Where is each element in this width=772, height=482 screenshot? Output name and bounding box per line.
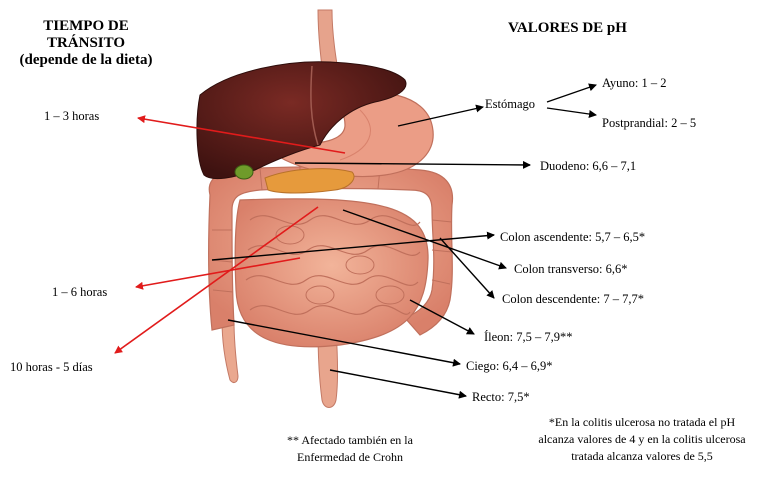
footnote-colitis-line2: alcanza valores de 4 y en la colitis ulc…: [522, 431, 762, 448]
footnote-colitis-line1: *En la colitis ulcerosa no tratada el pH: [522, 414, 762, 431]
footnote-colitis-line3: tratada alcanza valores de 5,5: [522, 448, 762, 465]
label-ileon: Íleon: 7,5 – 7,9**: [484, 330, 573, 345]
label-colon-descendente: Colon descendente: 7 – 7,7*: [502, 292, 644, 307]
label-estomago: Estómago: [485, 97, 535, 112]
footnote-crohn: ** Afectado también en la Enfermedad de …: [264, 432, 436, 466]
label-ayuno: Ayuno: 1 – 2: [602, 76, 666, 91]
arrow-ayuno: [547, 85, 596, 102]
footnote-crohn-line2: Enfermedad de Crohn: [264, 449, 436, 466]
arrow-recto: [330, 370, 466, 396]
label-colon-ascendente: Colon ascendente: 5,7 – 6,5*: [500, 230, 645, 245]
small-intestine: [235, 199, 428, 347]
transit-header-line2: TRÁNSITO: [0, 35, 172, 52]
transit-time-small-intestine: 1 – 6 horas: [52, 285, 107, 300]
label-ciego: Ciego: 6,4 – 6,9*: [466, 359, 552, 374]
label-recto: Recto: 7,5*: [472, 390, 530, 405]
gallbladder: [235, 165, 253, 179]
label-postprandial: Postprandial: 2 – 5: [602, 116, 696, 131]
transit-header-line3: (depende de la dieta): [0, 52, 172, 69]
transit-header-line1: TIEMPO DE: [0, 18, 172, 35]
footnote-colitis: *En la colitis ulcerosa no tratada el pH…: [522, 414, 762, 465]
label-colon-transverso: Colon transverso: 6,6*: [514, 262, 628, 277]
arrow-postprandial: [547, 108, 596, 115]
transit-time-stomach: 1 – 3 horas: [44, 109, 99, 124]
transit-time-colon: 10 horas - 5 días: [10, 360, 93, 375]
footnote-crohn-line1: ** Afectado también en la: [264, 432, 436, 449]
appendix: [222, 320, 238, 383]
label-duodeno: Duodeno: 6,6 – 7,1: [540, 159, 636, 174]
ph-values-header: VALORES DE pH: [508, 20, 627, 37]
transit-time-header: TIEMPO DE TRÁNSITO (depende de la dieta): [0, 18, 172, 69]
